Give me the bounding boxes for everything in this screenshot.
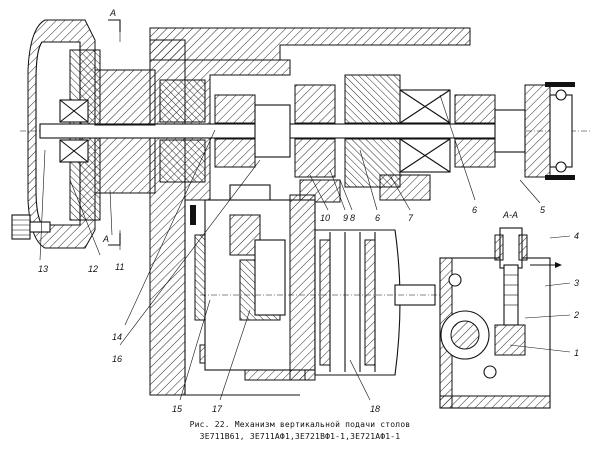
callout-7: 7 bbox=[408, 213, 414, 223]
section-marker-bottom: А bbox=[102, 233, 121, 246]
section-a-a-title: А-А bbox=[502, 210, 518, 220]
figure-caption-line1: Рис. 22. Механизм вертикальной подачи ст… bbox=[189, 420, 411, 429]
callout-6a: 6 bbox=[472, 205, 477, 215]
callout-16: 16 bbox=[112, 354, 122, 364]
section-marker-top: А bbox=[108, 8, 121, 32]
callout-5: 5 bbox=[540, 205, 546, 215]
callout-11: 11 bbox=[115, 262, 124, 272]
callout-10: 10 bbox=[320, 213, 330, 223]
callout-17: 17 bbox=[212, 404, 223, 414]
leader-lines bbox=[39, 22, 571, 401]
callout-8: 8 bbox=[350, 213, 355, 223]
callout-4: 4 bbox=[574, 231, 579, 241]
callout-3: 3 bbox=[574, 278, 579, 288]
section-a-a-view bbox=[439, 227, 562, 409]
section-mark-top-label: А bbox=[109, 8, 116, 18]
section-mark-bottom-label: А bbox=[102, 234, 109, 244]
callout-13: 13 bbox=[38, 264, 48, 274]
callout-12: 12 bbox=[88, 264, 98, 274]
callout-6b: 6 bbox=[375, 213, 380, 223]
callout-14: 14 bbox=[112, 332, 122, 342]
callout-9: 9 bbox=[343, 213, 348, 223]
callout-1: 1 bbox=[574, 348, 579, 358]
callout-15: 15 bbox=[172, 404, 183, 414]
callout-18: 18 bbox=[370, 404, 380, 414]
main-shaft bbox=[20, 69, 590, 194]
figure-caption-line2: 3Е711В61, 3Е711АФ1,3Е721ВФ1-1,3Е721АФ1-1 bbox=[199, 432, 401, 441]
callout-numbers: 1 2 3 4 5 6 7 6 8 9 10 11 12 13 14 16 15… bbox=[38, 205, 579, 414]
worm-gear bbox=[200, 194, 445, 381]
callout-2: 2 bbox=[573, 310, 579, 320]
